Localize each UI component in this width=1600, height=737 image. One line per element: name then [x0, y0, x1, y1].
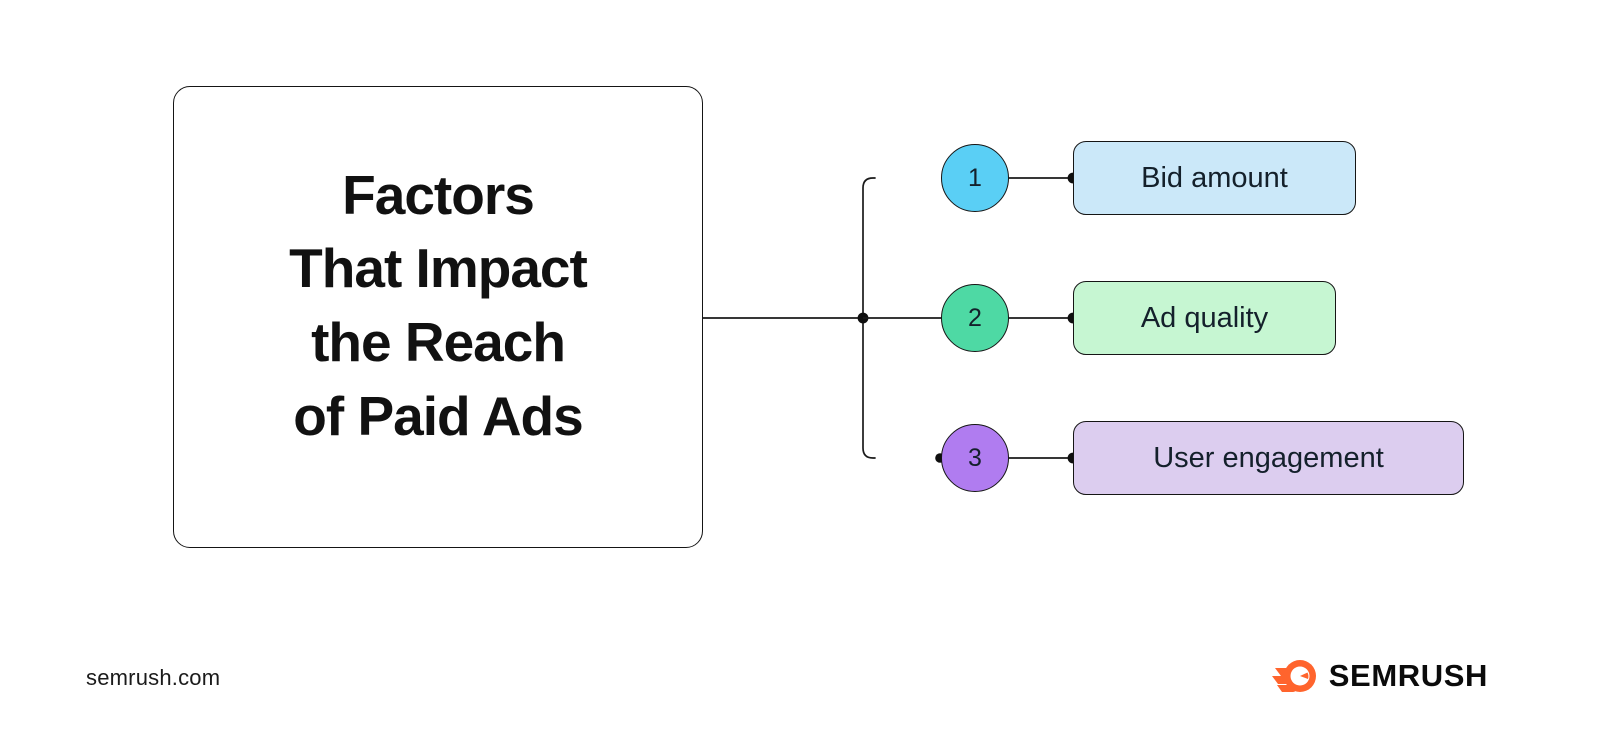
- branch-row-2: 2 Ad quality: [941, 278, 1336, 358]
- semrush-wordmark: SEMRUSH: [1328, 658, 1488, 693]
- branch-row-3: 3 User engagement: [941, 418, 1464, 498]
- branch-label-2: Ad quality: [1073, 281, 1336, 355]
- semrush-logo: SEMRUSH: [1271, 658, 1488, 694]
- branch-row-1: 1 Bid amount: [941, 138, 1356, 218]
- branch-number-2: 2: [941, 284, 1009, 352]
- page-title: Factors That Impact the Reach of Paid Ad…: [289, 163, 588, 447]
- branch-number-1: 1: [941, 144, 1009, 212]
- branch-number-3: 3: [941, 424, 1009, 492]
- semrush-comet-icon: [1271, 660, 1316, 692]
- branch-label-3: User engagement: [1073, 421, 1464, 495]
- branch-label-1: Bid amount: [1073, 141, 1356, 215]
- main-concept-box: Factors That Impact the Reach of Paid Ad…: [173, 86, 703, 548]
- source-url: semrush.com: [86, 665, 221, 690]
